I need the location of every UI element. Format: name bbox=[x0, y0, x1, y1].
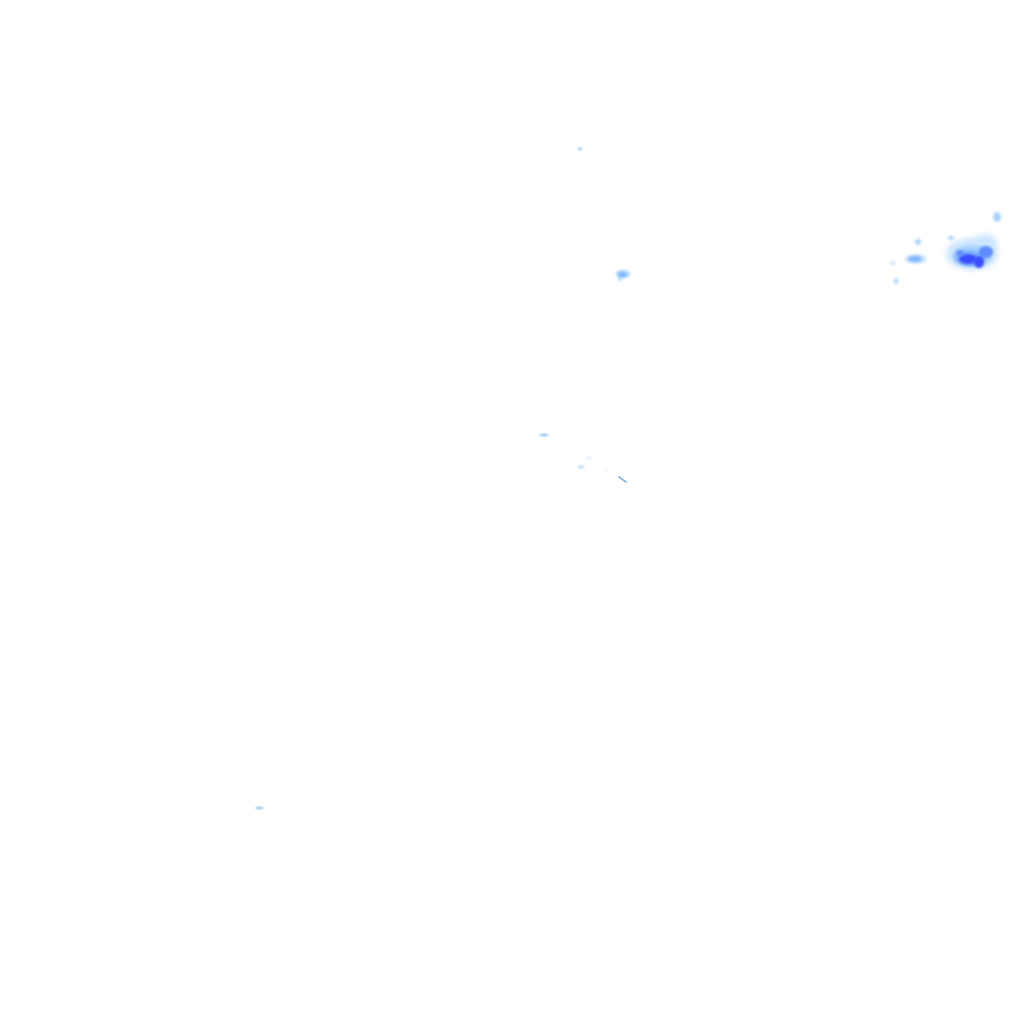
radar-echo-speck-southwest bbox=[256, 807, 263, 809]
radar-echo-mid-streaks bbox=[540, 434, 627, 483]
radar-echo-east-secondary bbox=[890, 239, 927, 284]
radar-echo-speck-top bbox=[578, 147, 582, 151]
radar-echo-east-cluster bbox=[946, 212, 1001, 270]
radar-echo-center-cell bbox=[616, 270, 630, 281]
